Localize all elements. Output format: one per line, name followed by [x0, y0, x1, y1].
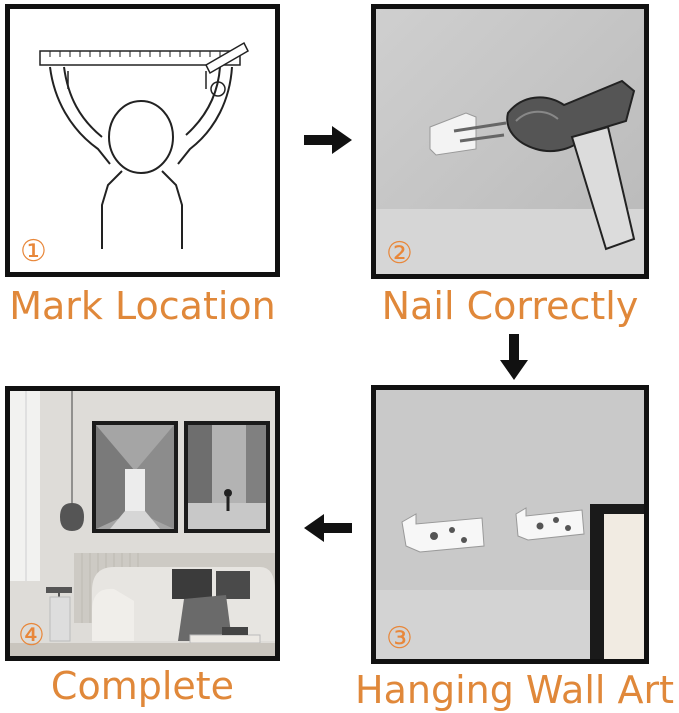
caption-mark-location: Mark Location [9, 284, 276, 328]
panel-complete: ④ [5, 386, 280, 661]
living-room-photo [10, 391, 275, 656]
arrow-down-icon [498, 334, 530, 380]
step-number-3: ③ [386, 621, 413, 656]
brackets-on-wall-photo [376, 390, 644, 659]
caption-hanging-wall-art: Hanging Wall Art [355, 668, 675, 712]
caption-nail-correctly: Nail Correctly [381, 284, 639, 328]
caption-complete: Complete [50, 664, 235, 708]
arrow-left-icon [304, 512, 352, 544]
step-number-1: ① [20, 234, 47, 269]
panel-nail-correctly: ② [371, 4, 649, 279]
bracket-right [515, 507, 585, 541]
panel-mark-location: ① [5, 4, 280, 277]
ruler [39, 50, 241, 66]
panel-hanging-wall-art: ③ [371, 385, 649, 664]
wall-art-right [184, 421, 270, 533]
arrow-right-icon [304, 124, 352, 156]
wall-art-left [92, 421, 178, 533]
bracket-left [401, 513, 485, 553]
step-number-4: ④ [18, 618, 45, 653]
step-number-2: ② [386, 236, 413, 271]
hammer-nailing-bracket-photo [376, 9, 644, 274]
person-marking-wall-illustration [10, 9, 275, 272]
